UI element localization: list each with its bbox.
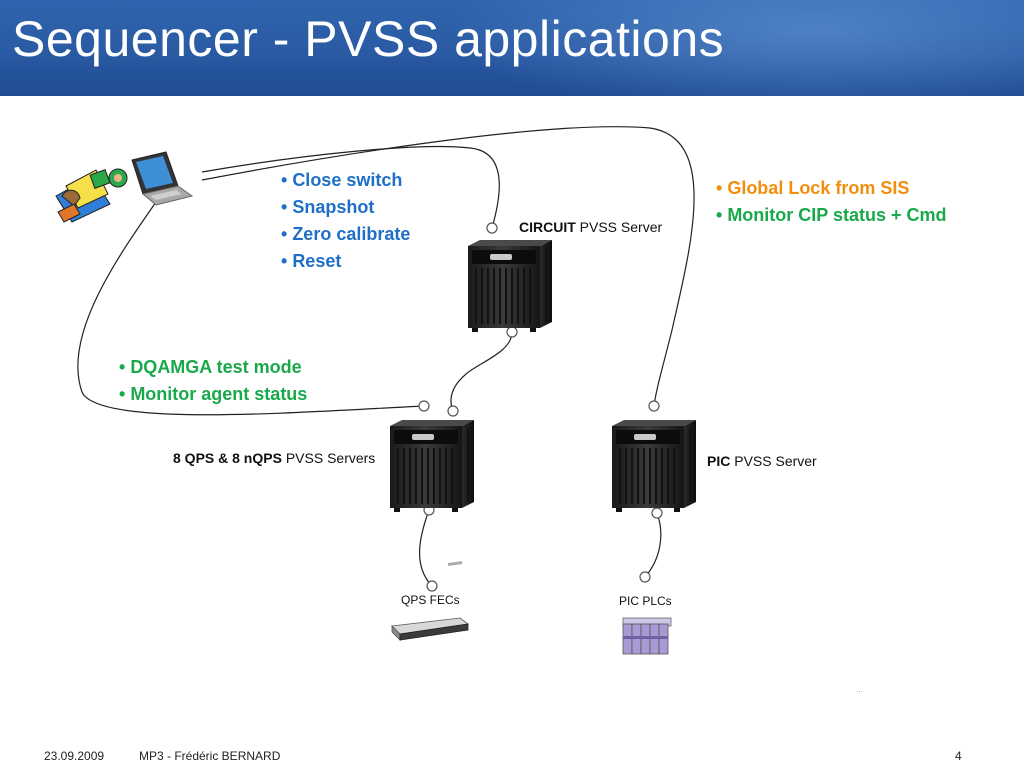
pic-server-suffix: PVSS Server xyxy=(730,453,817,469)
wire-laptop-to-circuit xyxy=(201,145,500,229)
connector-fecs xyxy=(426,580,438,592)
list-item: Snapshot xyxy=(281,194,410,221)
user-clipart-icon xyxy=(55,168,128,223)
circuit-server-icon xyxy=(467,239,553,333)
connector-qps-left xyxy=(418,400,430,412)
qps-actions-list: DQAMGA test mode Monitor agent status xyxy=(119,354,307,408)
connector-circuit-top xyxy=(486,222,498,234)
plc-modules-icon xyxy=(622,617,672,655)
qps-server-label: 8 QPS & 8 nQPS PVSS Servers xyxy=(173,450,375,466)
qps-server-icon xyxy=(389,419,475,513)
list-item: Reset xyxy=(281,248,410,275)
connector-plcs xyxy=(639,571,651,583)
connector-pic-top xyxy=(648,400,660,412)
wire-laptop-to-qps xyxy=(77,181,425,416)
list-item: Zero calibrate xyxy=(281,221,410,248)
list-item: Global Lock from SIS xyxy=(716,175,947,202)
circuit-actions-list: Close switch Snapshot Zero calibrate Res… xyxy=(281,167,410,275)
circuit-server-suffix: PVSS Server xyxy=(575,219,663,235)
footer-date: 23.09.2009 xyxy=(44,749,105,763)
pic-plcs-label: PIC PLCs xyxy=(619,594,672,608)
rack-unit-icon xyxy=(391,561,470,641)
pic-server-label: PIC PVSS Server xyxy=(707,453,817,469)
pic-actions-list: Global Lock from SIS Monitor CIP status … xyxy=(716,175,947,229)
footer-author: MP3 - Frédéric BERNARD xyxy=(139,749,281,763)
ellipsis-mark: ... xyxy=(856,685,863,694)
connector-pic-bottom xyxy=(651,507,663,519)
connector-circuit-bottom xyxy=(506,326,518,338)
title-bar-sheen xyxy=(444,0,1024,96)
slide-title: Sequencer - PVSS applications xyxy=(12,11,725,67)
wire-pic-to-plcs xyxy=(644,512,662,578)
circuit-server-name: CIRCUIT xyxy=(519,219,576,235)
circuit-server-label: CIRCUIT PVSS Server xyxy=(519,219,662,235)
wire-qps-to-fecs xyxy=(419,509,433,587)
list-item: DQAMGA test mode xyxy=(119,354,307,381)
wire-laptop-to-pic xyxy=(201,126,695,407)
list-item: Monitor agent status xyxy=(119,381,307,408)
connection-wires xyxy=(77,126,695,587)
page-number: 4 xyxy=(955,749,962,763)
connector-qps-right xyxy=(447,405,459,417)
qps-fecs-label: QPS FECs xyxy=(401,593,460,607)
qps-server-name: 8 QPS & 8 nQPS xyxy=(173,450,282,466)
list-item: Close switch xyxy=(281,167,410,194)
list-item: Monitor CIP status + Cmd xyxy=(716,202,946,229)
laptop-icon xyxy=(131,151,194,206)
pic-server-icon xyxy=(611,419,697,513)
qps-server-suffix: PVSS Servers xyxy=(281,450,376,466)
title-bar: Sequencer - PVSS applications xyxy=(0,0,1024,96)
pic-server-name: PIC xyxy=(707,453,731,469)
wire-circuit-to-qps xyxy=(450,331,513,412)
